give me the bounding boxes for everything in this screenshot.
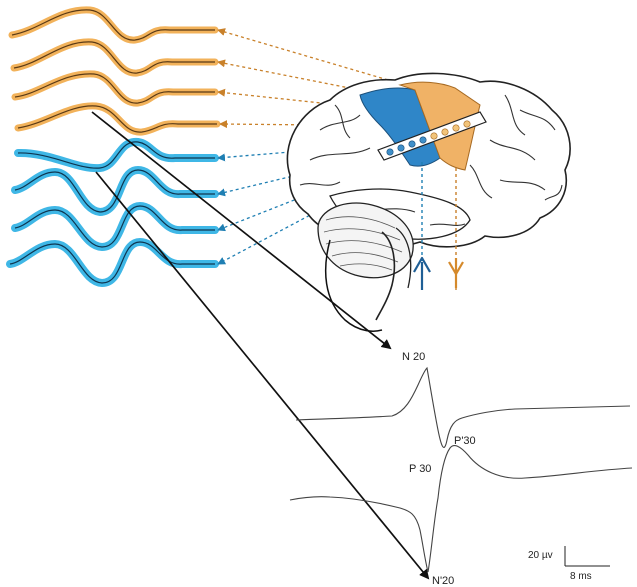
orange-waveforms bbox=[12, 10, 217, 132]
n20-label: N 20 bbox=[402, 351, 425, 363]
orange-wave-2 bbox=[14, 42, 215, 73]
trace-labels: N 20 P 30 P'30 N'20 bbox=[402, 351, 476, 587]
orange-wave-4 bbox=[18, 106, 217, 132]
blue-wave-4 bbox=[10, 242, 215, 283]
brain-illustration bbox=[287, 73, 570, 331]
blue-waveforms bbox=[10, 142, 215, 283]
down-arrow-icon bbox=[449, 258, 463, 288]
orange-wave-1 bbox=[12, 10, 215, 40]
blue-wave-1 bbox=[18, 142, 215, 168]
p30-prime-label: P'30 bbox=[454, 435, 476, 447]
amplitude-scale-label: 20 µv bbox=[528, 550, 553, 561]
p30-label: P 30 bbox=[409, 463, 431, 475]
blue-wave-3 bbox=[15, 206, 215, 247]
up-arrow-icon bbox=[414, 258, 430, 290]
blue-wave-2 bbox=[15, 170, 215, 212]
time-scale-label: 8 ms bbox=[570, 571, 592, 582]
orange-wave-3 bbox=[15, 74, 215, 103]
n20-prime-label: N'20 bbox=[432, 575, 454, 587]
orange-connector-1 bbox=[218, 30, 405, 85]
scale-bar: 20 µv 8 ms bbox=[528, 546, 610, 582]
evoked-traces bbox=[290, 368, 632, 572]
lower-trace bbox=[290, 446, 632, 572]
